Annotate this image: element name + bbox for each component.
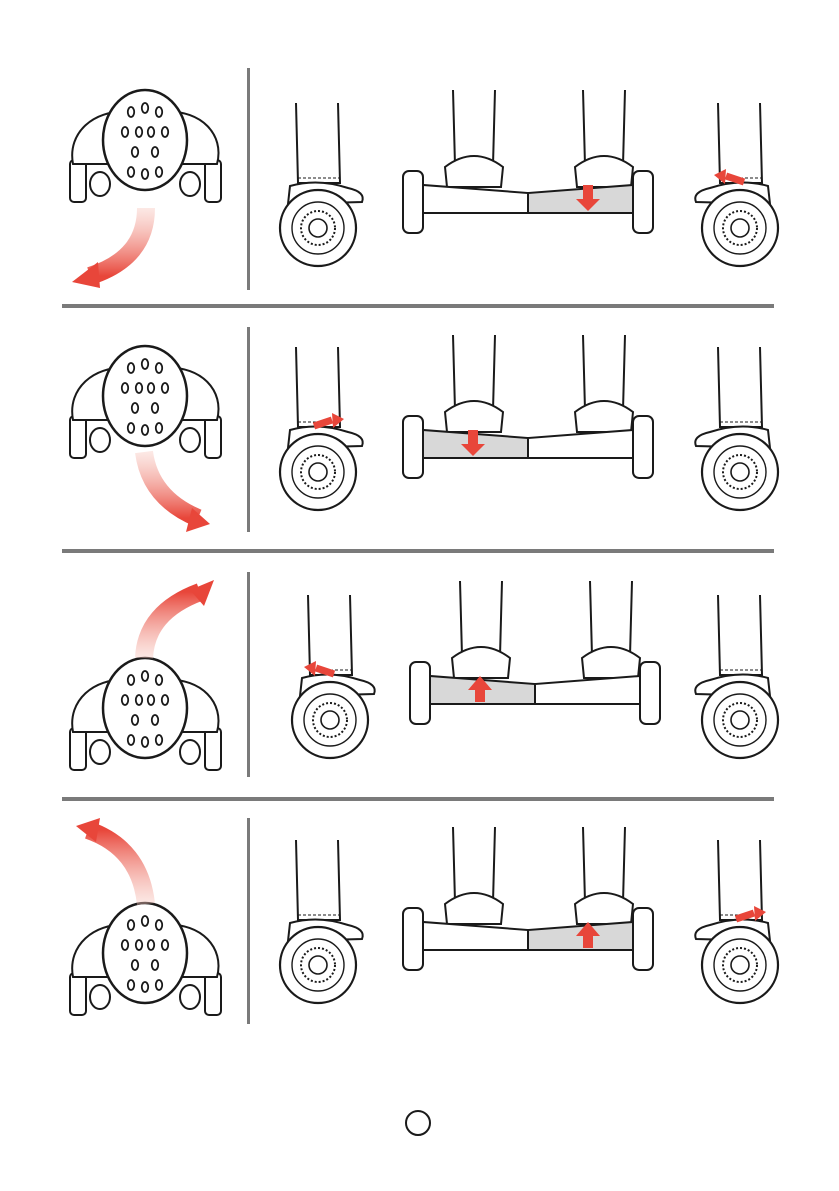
- column-divider-2: [247, 327, 250, 532]
- rider-top-view: [70, 346, 221, 458]
- arrow-forward-right: [144, 580, 214, 658]
- column-divider-1: [247, 68, 250, 290]
- right-side-wheel: [695, 595, 778, 758]
- rider-top-view: [70, 903, 221, 1015]
- rider-top-view: [70, 90, 221, 202]
- left-side-wheel: [292, 595, 375, 758]
- right-side-wheel: [695, 840, 778, 1003]
- column-divider-4: [247, 818, 250, 1024]
- hoverboard-front-view: [410, 581, 660, 724]
- right-side-wheel: [695, 347, 778, 510]
- left-side-wheel: [280, 103, 363, 266]
- page-number: [405, 1110, 431, 1136]
- right-side-wheel: [695, 103, 778, 266]
- rider-top-view: [70, 658, 221, 770]
- row-divider-2: [62, 549, 774, 553]
- row-divider-1: [62, 304, 774, 308]
- row-divider-3: [62, 797, 774, 801]
- hoverboard-front-view: [403, 90, 653, 233]
- hoverboard-front-view: [403, 335, 653, 478]
- hoverboard-front-view: [403, 827, 653, 970]
- left-side-wheel: [280, 347, 363, 510]
- arrow-turn-right: [144, 452, 210, 532]
- arrow-forward-left: [76, 818, 146, 904]
- column-divider-3: [247, 572, 250, 777]
- arrow-turn-left: [72, 208, 146, 288]
- left-side-wheel: [280, 840, 363, 1003]
